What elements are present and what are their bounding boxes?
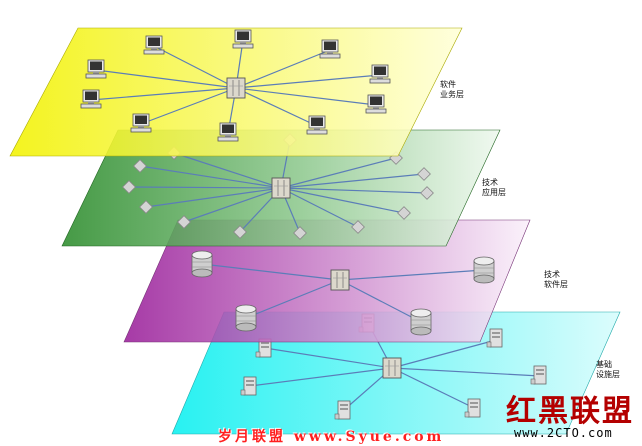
layer-label-line2: 软件层: [544, 280, 568, 289]
workstation-icon: [319, 39, 341, 59]
database-icon: [191, 250, 213, 278]
database-icon: [410, 308, 432, 336]
workstation-icon: [80, 89, 102, 109]
workstation-icon: [369, 64, 391, 84]
workstation-icon: [365, 94, 387, 114]
workstation-icon: [232, 29, 254, 49]
tech-software-label: 技术 软件层: [544, 270, 568, 290]
workstation-icon: [217, 122, 239, 142]
layer-label-line1: 技术: [482, 178, 498, 187]
layer-label-line1: 技术: [544, 270, 560, 279]
watermark-right-url: www.2CTO.com: [514, 426, 613, 440]
tech-application-hub-icon: [271, 177, 291, 199]
tech-application-label: 技术 应用层: [482, 178, 506, 198]
layer-label-line2: 应用层: [482, 188, 506, 197]
watermark-right-logo: 红黑联盟: [506, 394, 634, 429]
database-icon: [473, 256, 495, 284]
tech-application-layer: [61, 129, 501, 247]
infrastructure-layer: [171, 311, 621, 435]
tech-software-layer: [123, 219, 531, 343]
layer-label-line2: 业务层: [440, 90, 464, 99]
infrastructure-hub-icon: [382, 357, 402, 379]
layer-label-line2: 设施层: [596, 370, 620, 379]
watermark-left: 岁月联盟 www.Syue.com: [218, 429, 445, 445]
workstation-icon: [130, 113, 152, 133]
software-business-layer: [9, 27, 463, 157]
software-business-label: 软件 业务层: [440, 80, 464, 100]
software-business-hub-icon: [226, 77, 246, 99]
workstation-icon: [306, 115, 328, 135]
database-icon: [235, 304, 257, 332]
workstation-icon: [143, 35, 165, 55]
layer-label-line1: 基础: [596, 360, 612, 369]
infrastructure-label: 基础 设施层: [596, 360, 620, 380]
tech-software-links: [201, 263, 485, 323]
tech-software-hub-icon: [330, 269, 350, 291]
tech-application-links: [128, 139, 428, 234]
workstation-icon: [85, 59, 107, 79]
layer-label-line1: 软件: [440, 80, 456, 89]
software-business-links: [90, 39, 381, 134]
